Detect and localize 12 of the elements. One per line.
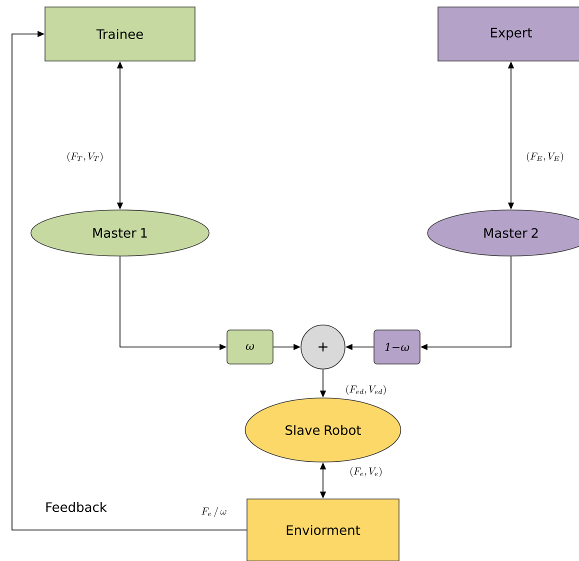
process-box: Expert [438,6,579,62]
edge-label: $F_e\,/\,\omega$ [202,506,226,517]
process-box: Enviorment [246,498,400,561]
weight-box: ω [226,330,274,364]
edge-label: $(F_e,V_e)$ [350,466,382,477]
edge-label: $(F_T,V_T)$ [67,152,103,162]
arrow [12,30,247,530]
process-box: Trainee [44,6,196,62]
feedback-label: Feedback [46,502,107,512]
edge-label: $(F_{ed},V_{ed})$ [346,384,386,395]
edge-label: $(F_E,V_E)$ [527,152,563,162]
weight-box: 1−ω [374,330,420,364]
